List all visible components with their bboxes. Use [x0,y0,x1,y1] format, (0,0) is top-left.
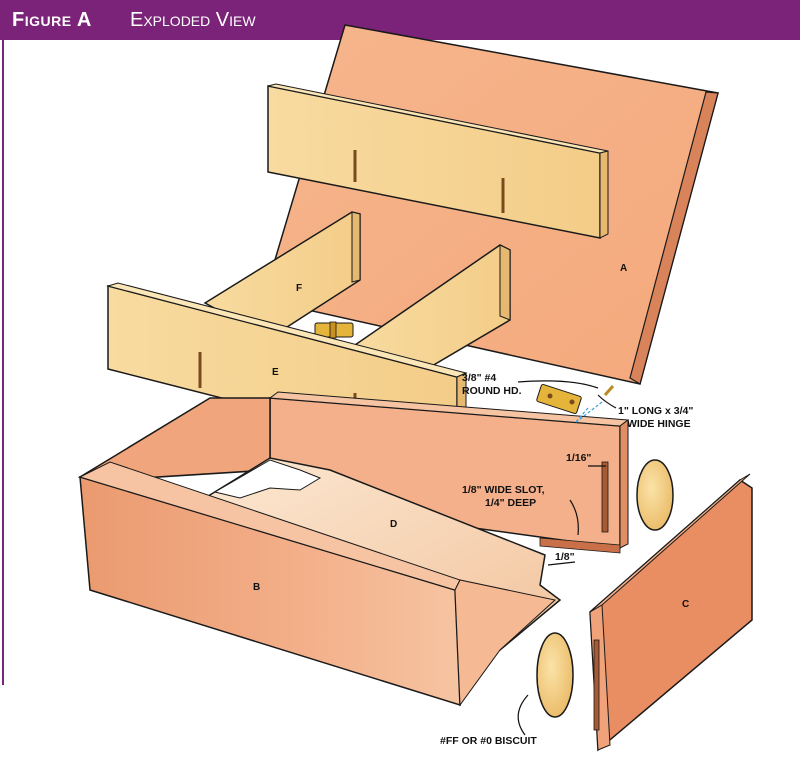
part-label-c: C [682,599,689,610]
figure-header: Figure A Exploded View [0,0,800,40]
part-label-f: F [296,283,302,294]
center-hinge [314,321,354,339]
front-panel-b [78,461,557,707]
screw-callout-line1: 3/8" #4 [462,372,496,384]
biscuit-callout: #FF OR #0 BISCUIT [440,735,537,747]
hinge-callout-line1: 1" LONG x 3/4" [618,405,693,417]
leader-lines [517,380,617,736]
gap-callout: 1/16" [566,452,591,464]
hinge-callout-line2: WIDE HINGE [627,418,691,430]
right-divider-panel [353,244,511,374]
slot-depth-callout: 1/8" [555,551,575,563]
part-label-b: B [253,582,260,593]
figure-title: Exploded View [130,9,256,31]
left-border-rule [2,40,4,685]
figure-number: Figure A [12,9,92,31]
box-back-wall [268,391,630,554]
back-divider-panel [267,83,609,239]
screw-callout-line2: ROUND HD. [462,385,522,397]
slot-callout-line1: 1/8" WIDE SLOT, [462,484,545,496]
part-label-d: D [390,519,397,530]
biscuit-lower [536,632,574,718]
slot-callout-line2: 1/4" DEEP [485,497,536,509]
side-panel-c [589,473,753,752]
biscuit-upper [636,459,674,531]
hinge-detail [536,383,615,424]
part-label-e: E [272,367,279,378]
part-label-a: A [620,263,627,274]
